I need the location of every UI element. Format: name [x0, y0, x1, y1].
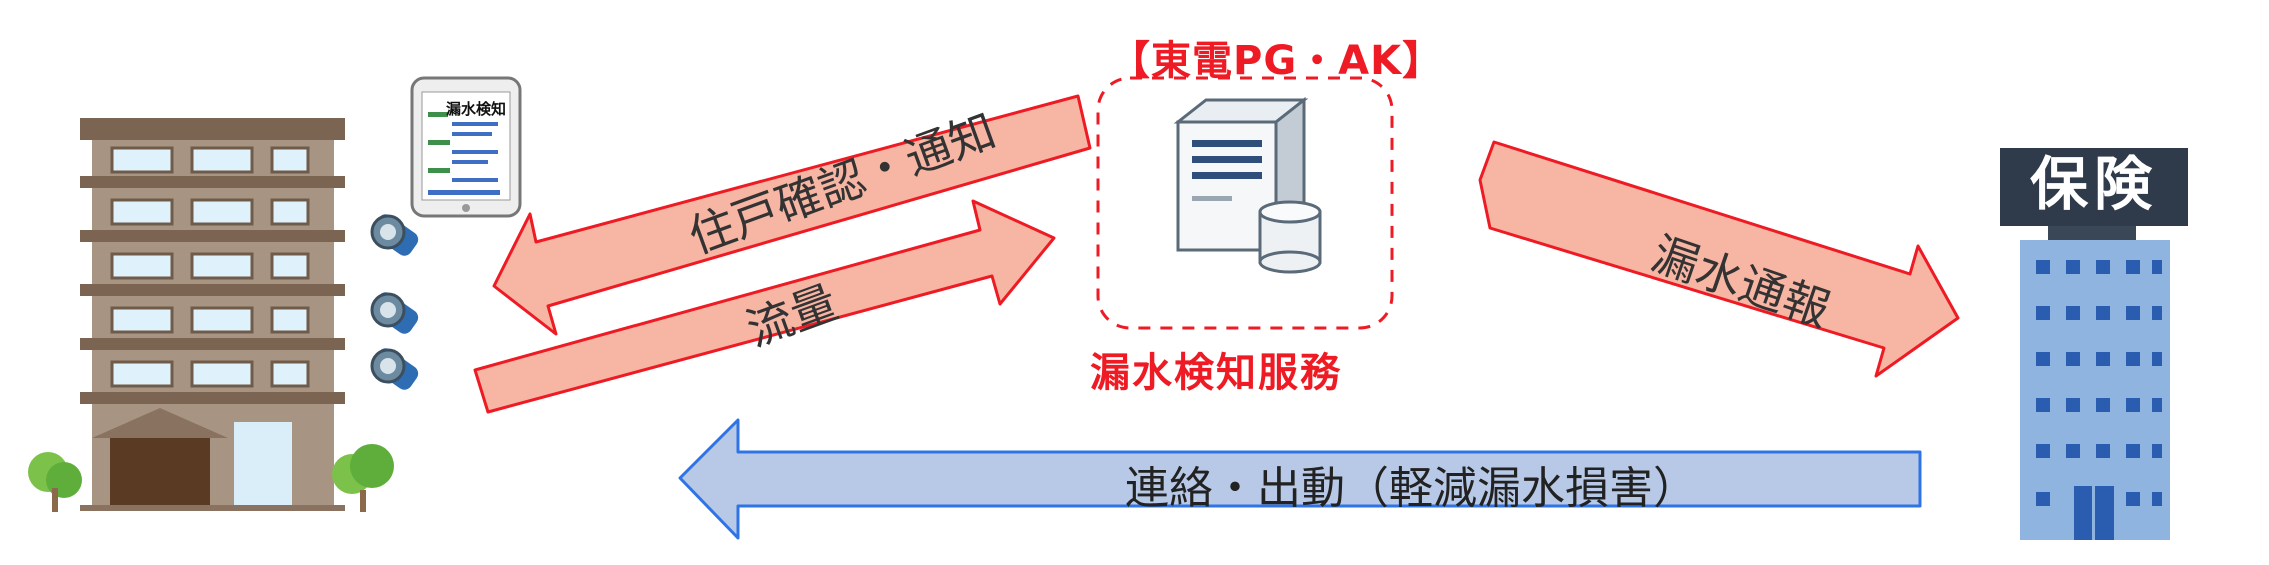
- notify-arrow: [492, 94, 1092, 336]
- report-arrow: [1478, 140, 1960, 378]
- operator-label: 【東電PG・AK】: [1110, 38, 1444, 84]
- insurance-building-icon: [2000, 148, 2188, 540]
- flow-arrow: [473, 199, 1056, 414]
- dispatch-arrow-label: 連絡・出動（軽減漏水損害）: [1125, 463, 1697, 514]
- dispatch-arrow: [678, 418, 1922, 540]
- apartment-building-icon: [80, 118, 345, 511]
- service-label: 漏水検知服務: [1090, 350, 1342, 396]
- phone-screen-title: 漏水検知: [446, 100, 507, 118]
- insurance-sign-text: 保険: [2030, 150, 2158, 218]
- tree-icon: [332, 444, 394, 512]
- database-icon: [1258, 200, 1322, 274]
- service-boundary: [1096, 76, 1394, 330]
- water-meter-icon: [370, 292, 419, 334]
- smartphone-icon: [410, 76, 522, 218]
- tree-icon: [28, 452, 82, 512]
- water-meter-icon: [370, 348, 419, 390]
- water-meter-icon: [370, 214, 419, 256]
